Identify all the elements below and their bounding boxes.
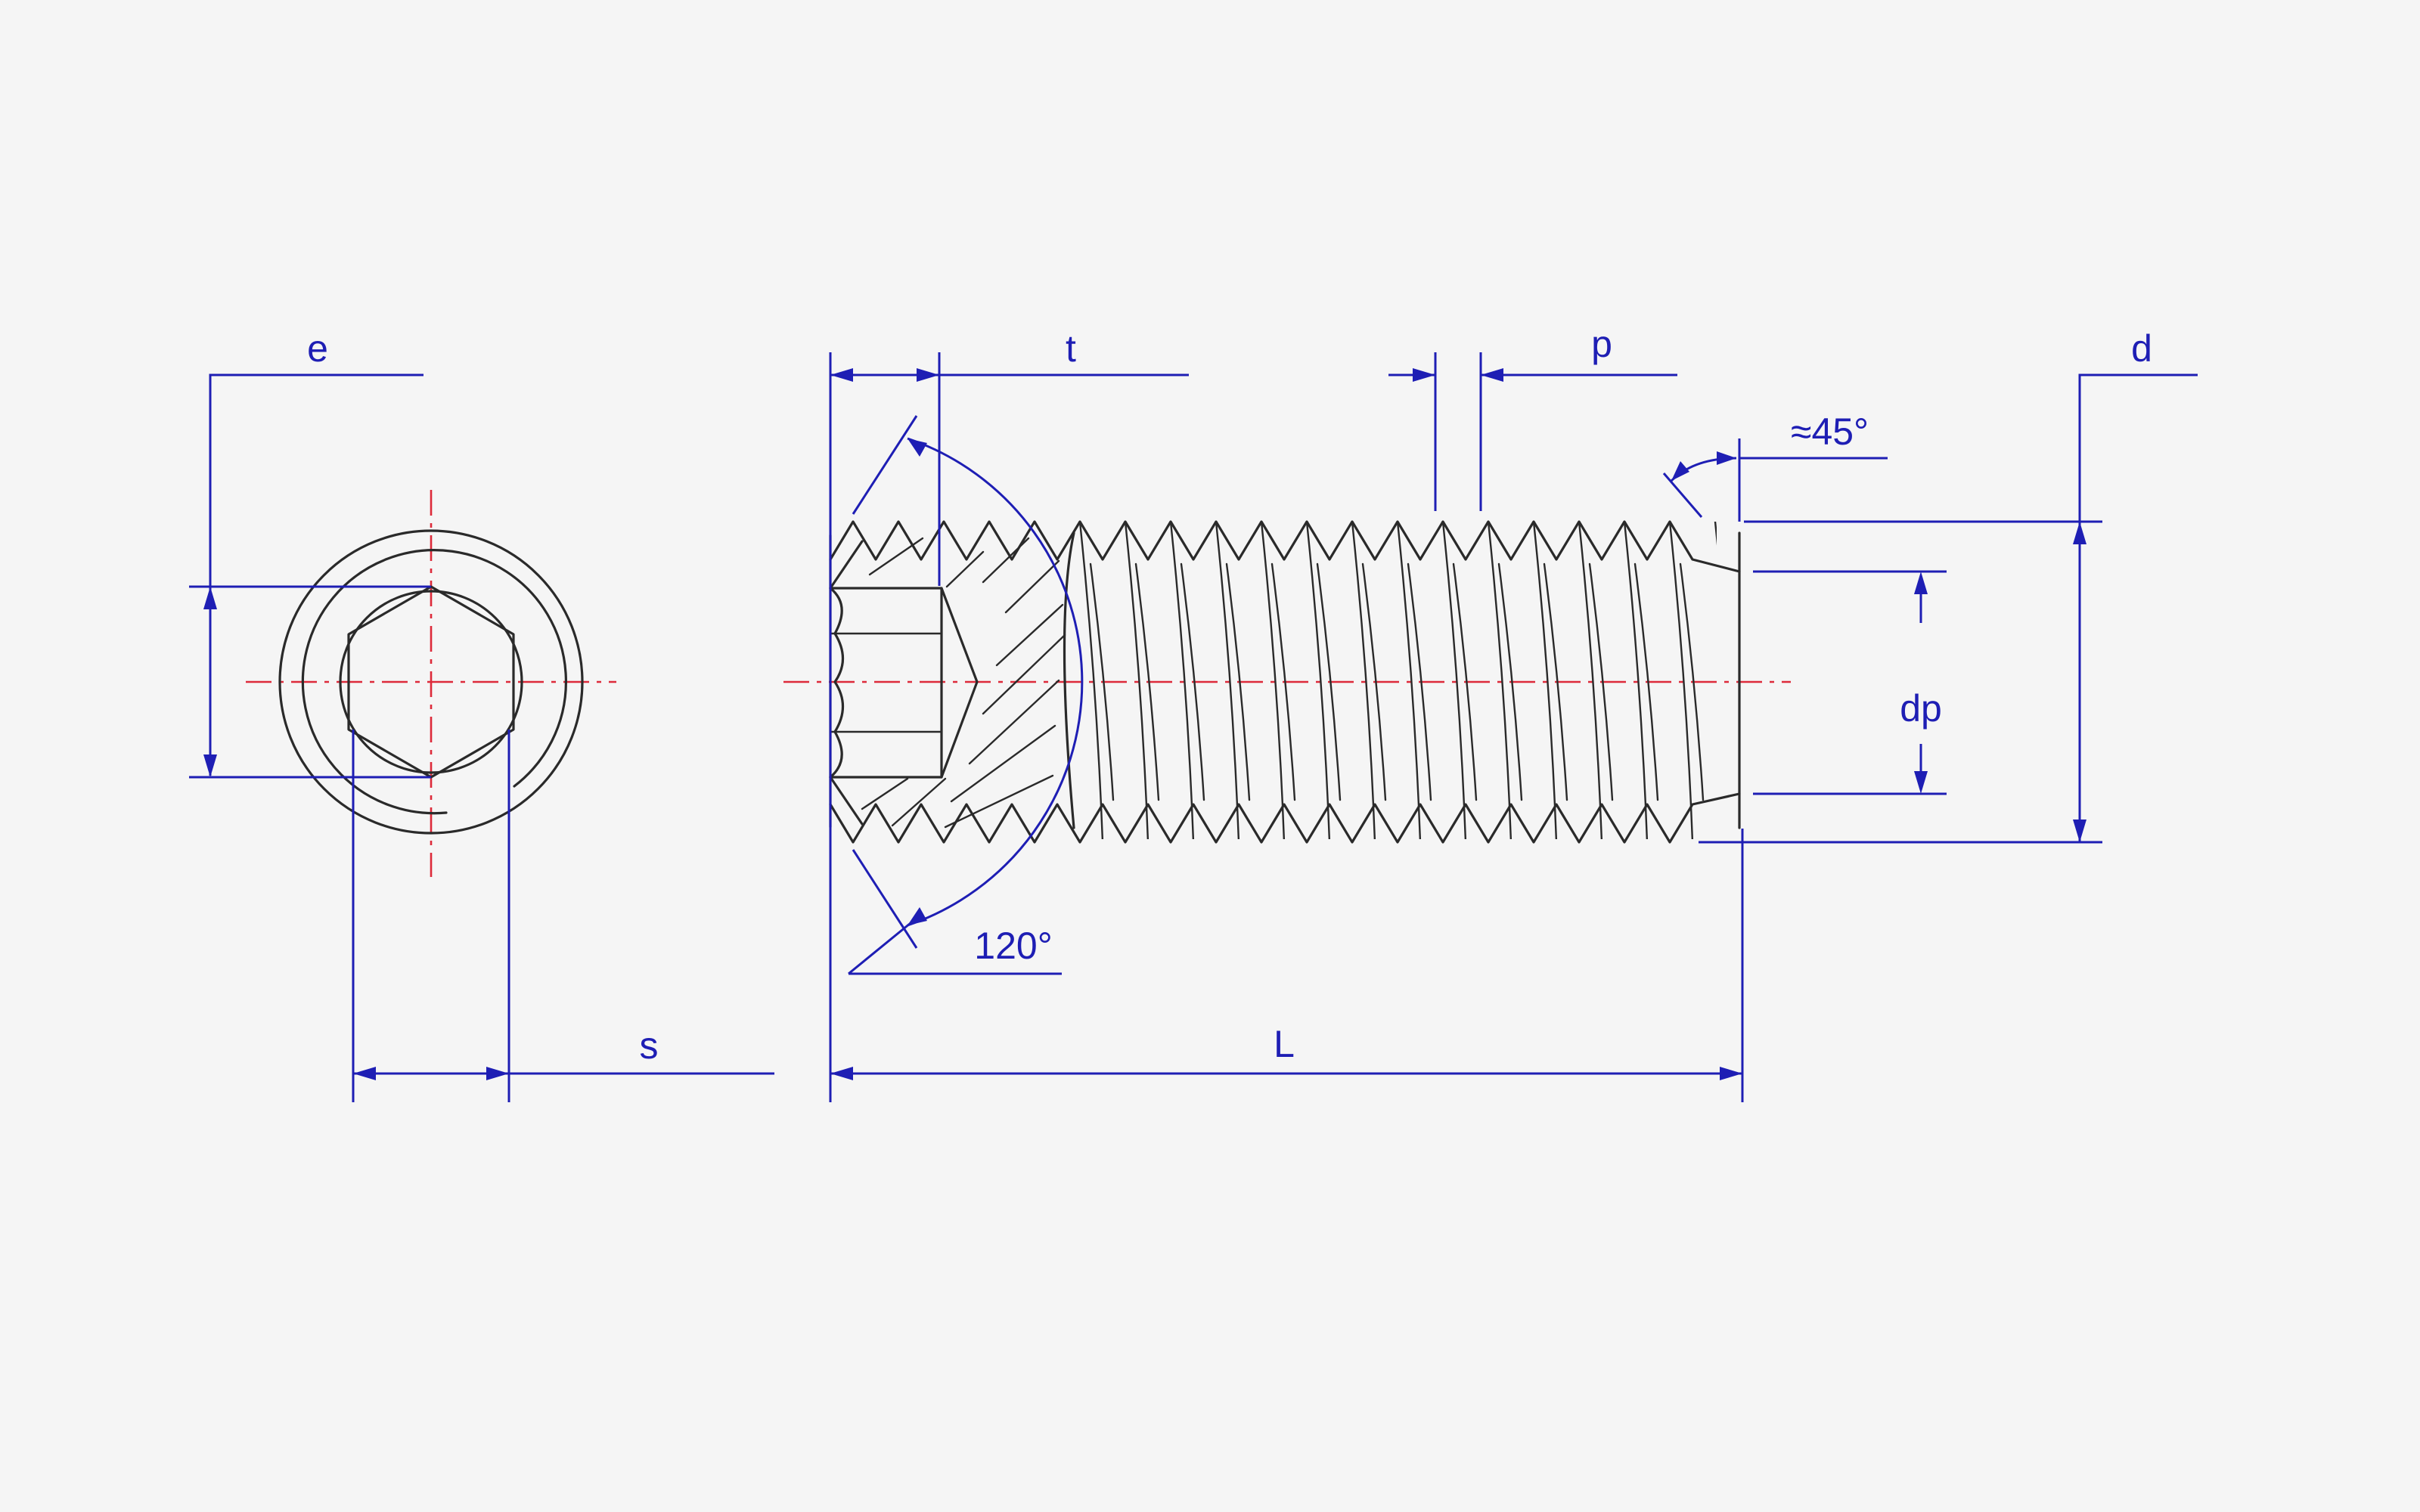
dimension-t: t	[829, 327, 1189, 1102]
dimension-cone-angle: 120°	[848, 415, 1084, 975]
label-d: d	[2131, 327, 2152, 370]
dimension-d: d	[1699, 327, 2198, 844]
side-view	[783, 520, 1791, 844]
label-dp: dp	[1900, 687, 1942, 730]
dimension-dp: dp	[1753, 570, 1947, 795]
end-view	[246, 490, 616, 877]
label-cone-angle: 120°	[974, 925, 1052, 967]
dimension-p: p	[1388, 323, 1677, 511]
thread-crest-profile-bottom	[829, 792, 1741, 844]
label-L: L	[1274, 1023, 1295, 1065]
label-e: e	[307, 327, 328, 370]
dimension-e: e	[189, 327, 431, 779]
thread-helix-lines	[1078, 522, 1717, 839]
section-hatching	[861, 537, 1066, 829]
dimension-L: L	[830, 829, 1744, 1102]
label-s: s	[640, 1024, 659, 1067]
label-p: p	[1591, 323, 1612, 365]
thread-crest-profile-top	[829, 520, 1741, 573]
dimension-s: s	[352, 730, 774, 1102]
label-t: t	[1066, 327, 1076, 370]
label-chamfer-angle: ≈45°	[1791, 411, 1869, 453]
dimension-chamfer-angle: ≈45°	[1662, 411, 1888, 522]
thread-root-arc	[301, 549, 567, 815]
outer-thread-circle	[278, 529, 584, 835]
socket-circle	[339, 590, 523, 774]
